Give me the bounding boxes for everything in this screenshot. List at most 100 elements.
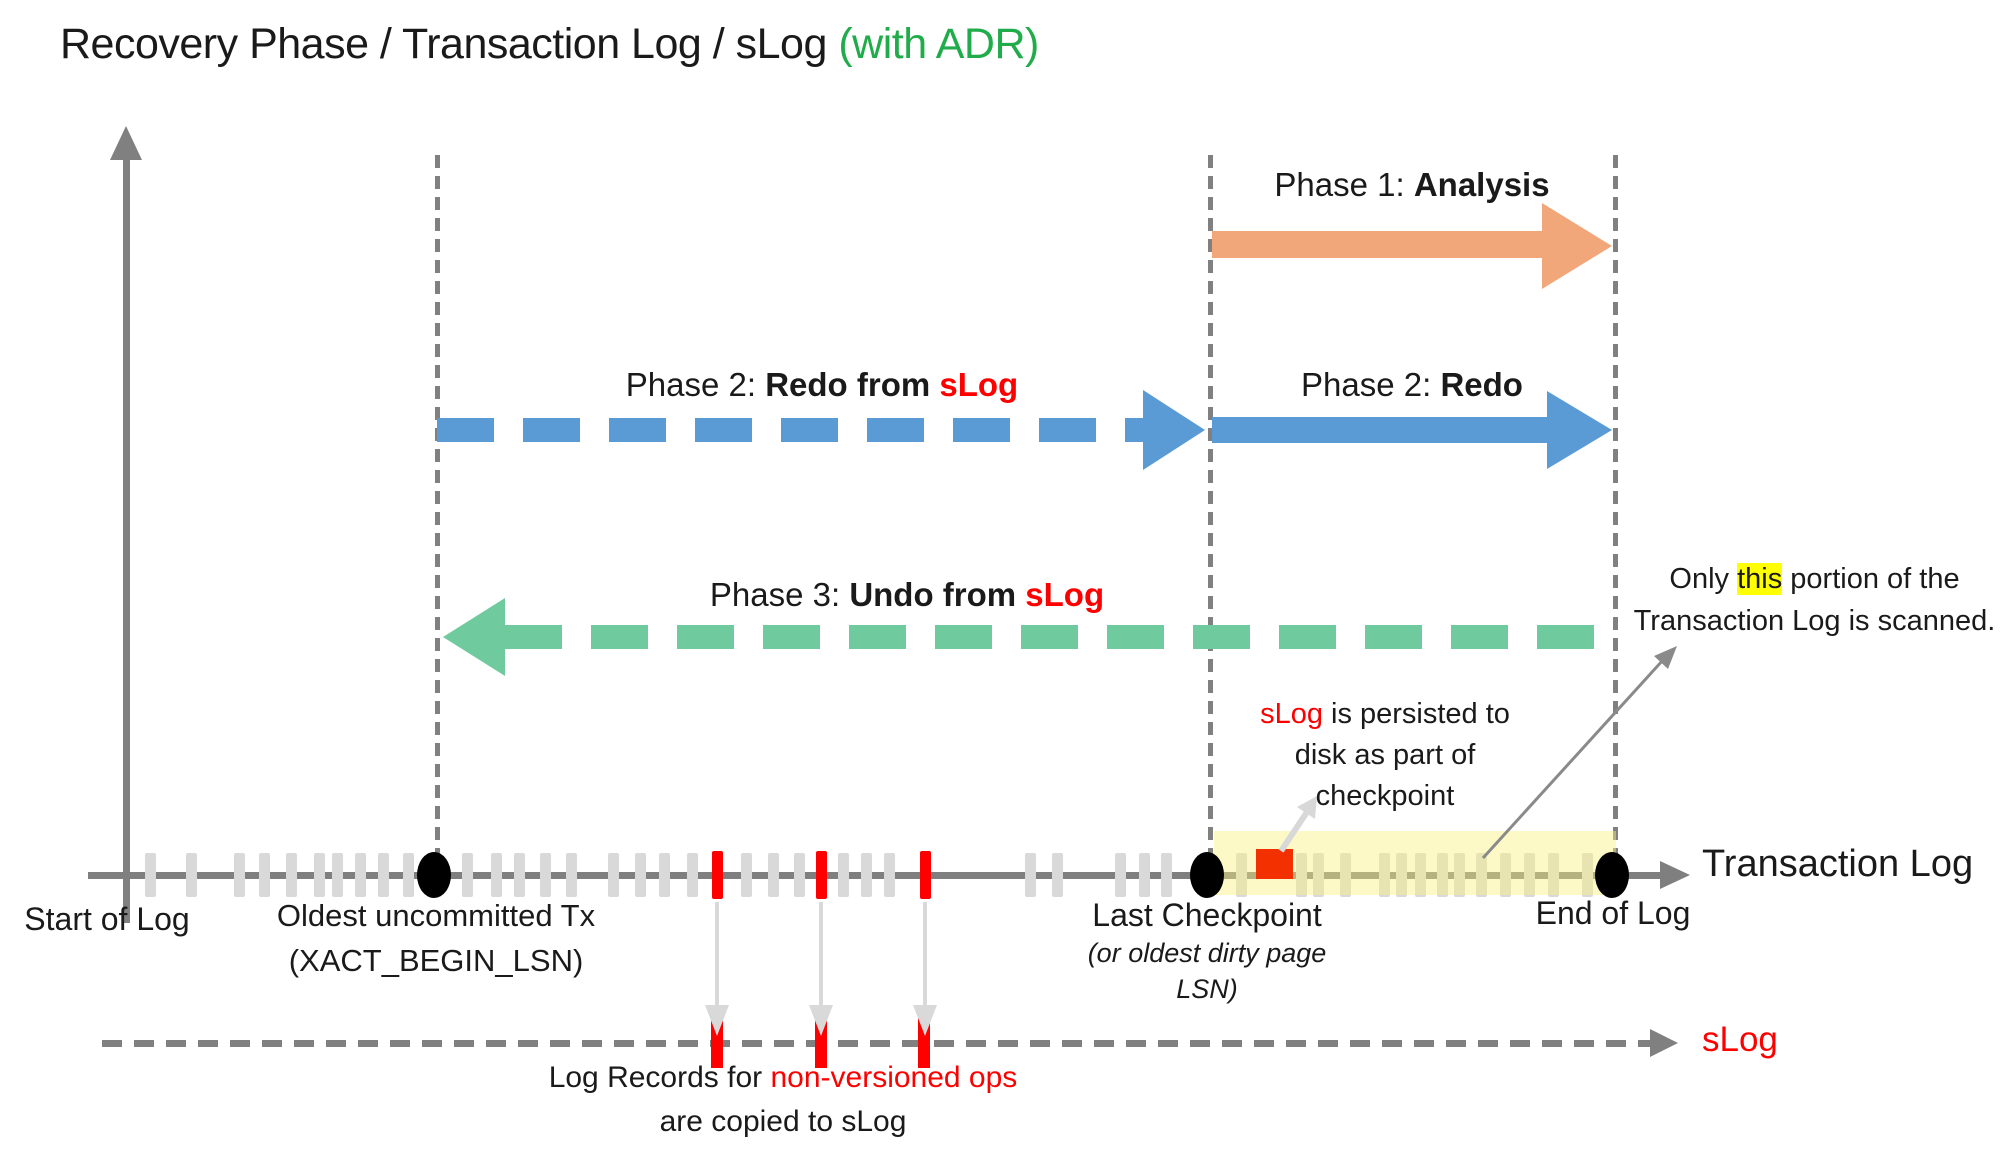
persist-note-line2: disk as part of: [1294, 739, 1476, 771]
log-record-tick: [378, 853, 389, 897]
log-record-tick: [314, 853, 325, 897]
log-record-tick: [687, 853, 698, 897]
phase2-slog-name: Redo from: [765, 366, 940, 403]
copy-note-line2: are copied to sLog: [659, 1105, 907, 1138]
slog-checkpoint-record-square: [1256, 849, 1293, 879]
marker-dashed-vline: [435, 155, 440, 877]
scan-note-arrowhead: [1654, 646, 1677, 669]
log-record-tick: [462, 853, 473, 897]
vertical-axis-arrowhead: [110, 126, 142, 160]
phase1-analysis-arrowhead: [1542, 203, 1612, 289]
log-record-tick: [1313, 853, 1324, 897]
log-record-tick: [768, 853, 779, 897]
phase2-name: Redo: [1440, 366, 1523, 403]
log-record-tick: [1524, 853, 1535, 897]
log-record-tick: [1025, 853, 1036, 897]
phase2-slog-red: sLog: [939, 366, 1019, 403]
slog-dashed-line: [102, 1040, 1654, 1047]
scan-note-post: portion of the: [1782, 563, 1960, 595]
phase3-name: Undo from: [849, 576, 1026, 613]
marker-dashed-vline: [1613, 155, 1618, 877]
copy-note-non-versioned: non-versioned ops: [770, 1061, 1018, 1094]
transaction-log-label: Transaction Log: [1702, 843, 1974, 885]
phase1-name: Analysis: [1413, 166, 1550, 203]
copy-note-line1: Log Records for: [548, 1061, 771, 1094]
phase2-redo-arrow: [1212, 417, 1549, 443]
log-record-tick: [794, 853, 805, 897]
phase2-redo-arrowhead: [1547, 391, 1612, 469]
log-record-tick: [1236, 853, 1247, 897]
log-record-tick: [1415, 853, 1426, 897]
log-record-tick: [566, 853, 577, 897]
scan-note-line2: Transaction Log is scanned.: [1633, 605, 1996, 637]
log-record-tick: [234, 853, 245, 897]
log-record-tick: [286, 853, 297, 897]
log-record-tick: [1548, 853, 1559, 897]
oldest-uncommitted-label: Oldest uncommitted Tx (XACT_BEGIN_LSN): [254, 893, 618, 983]
phase3-undo-from-slog-arrow: [505, 625, 1618, 649]
end-of-log-label: End of Log: [1535, 895, 1691, 931]
non-versioned-op-tick: [816, 851, 827, 899]
log-record-tick: [1582, 853, 1593, 897]
phase2-redo-from-slog-arrow: [437, 418, 1143, 442]
log-record-tick: [741, 853, 752, 897]
timeline-marker-dot: [1190, 852, 1224, 898]
checkpoint-line1: Last Checkpoint: [1092, 897, 1322, 933]
checkpoint-line2: (or oldest dirty page: [1087, 938, 1327, 968]
log-record-tick: [355, 853, 366, 897]
log-record-tick: [1379, 853, 1390, 897]
timeline-marker-dot: [417, 852, 451, 898]
log-record-tick: [659, 853, 670, 897]
diagram-title: Recovery Phase / Transaction Log / sLog …: [60, 20, 1039, 69]
log-record-tick: [1115, 853, 1126, 897]
log-record-tick: [1437, 853, 1448, 897]
log-record-tick: [1340, 853, 1351, 897]
scan-note-highlighted-this: this: [1737, 563, 1783, 595]
phase3-red: sLog: [1025, 576, 1105, 613]
timeline-marker-dot: [1595, 852, 1629, 898]
log-record-tick: [1139, 853, 1150, 897]
log-record-tick: [491, 853, 502, 897]
persist-note-line3: checkpoint: [1315, 780, 1455, 812]
log-record-tick: [861, 853, 872, 897]
phase3-prefix: Phase 3:: [709, 576, 850, 613]
log-record-tick: [145, 853, 156, 897]
oldest-line2: (XACT_BEGIN_LSN): [288, 943, 584, 978]
oldest-line1: Oldest uncommitted Tx: [276, 898, 596, 933]
start-of-log-label: Start of Log: [24, 901, 190, 937]
copy-note: Log Records for non-versioned ops are co…: [430, 1056, 1136, 1144]
phase1-analysis-arrow: [1212, 231, 1544, 258]
persist-note: sLog is persisted to disk as part of che…: [1220, 694, 1550, 817]
log-record-tick: [1296, 853, 1307, 897]
log-record-tick: [540, 853, 551, 897]
phase1-label: Phase 1: Analysis: [1212, 166, 1612, 204]
last-checkpoint-label: Last Checkpoint (or oldest dirty page LS…: [1042, 895, 1372, 1007]
phase3-label: Phase 3: Undo from sLog: [437, 576, 1377, 614]
phase2-redo-from-slog-arrowhead: [1143, 390, 1205, 470]
log-record-tick: [403, 853, 414, 897]
log-record-tick: [1500, 853, 1511, 897]
log-record-tick: [186, 853, 197, 897]
phase2-label: Phase 2: Redo: [1212, 366, 1612, 404]
log-record-tick: [1396, 853, 1407, 897]
log-record-tick: [332, 853, 343, 897]
marker-dashed-vline: [1208, 155, 1213, 877]
persist-note-slog: sLog: [1260, 698, 1323, 730]
log-record-tick: [884, 853, 895, 897]
log-record-tick: [1454, 853, 1465, 897]
transaction-log-line: [88, 872, 1663, 879]
non-versioned-op-tick: [712, 851, 723, 899]
phase2-prefix: Phase 2:: [1301, 366, 1441, 403]
vertical-axis-line: [123, 158, 130, 923]
persist-note-line1: is persisted to: [1322, 698, 1510, 730]
scan-note-pre: Only: [1669, 563, 1738, 595]
non-versioned-op-tick: [920, 851, 931, 899]
phase2-slog-prefix: Phase 2:: [625, 366, 766, 403]
log-record-tick: [1052, 853, 1063, 897]
log-record-tick: [1476, 853, 1487, 897]
log-record-tick: [635, 853, 646, 897]
scan-note: Only this portion of the Transaction Log…: [1628, 558, 2001, 642]
log-record-tick: [259, 853, 270, 897]
slog-line-label: sLog: [1702, 1020, 1778, 1059]
